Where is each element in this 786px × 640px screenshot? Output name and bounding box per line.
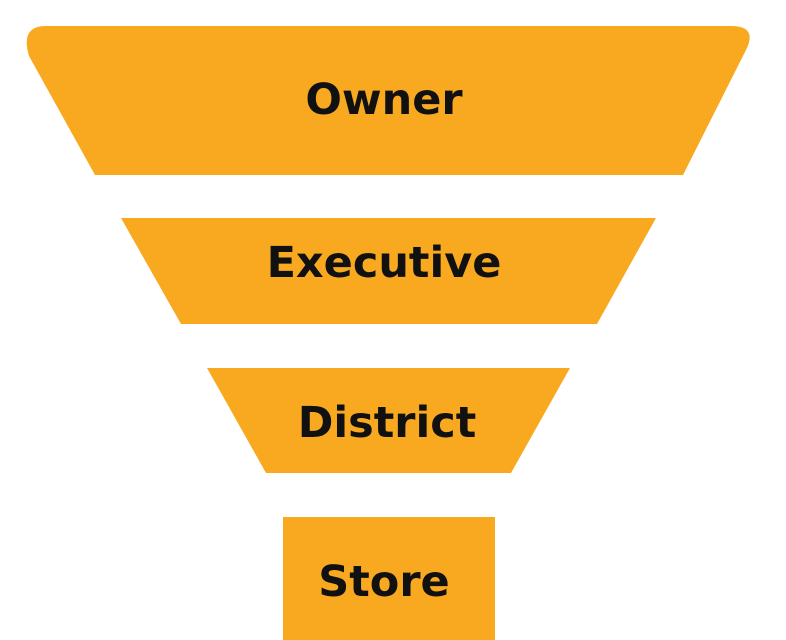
funnel-tier-district-label: District [298,398,477,448]
funnel-tier-executive-label: Executive [267,238,502,288]
funnel-tier-owner: Owner [26,26,750,175]
funnel-tier-executive-shape [121,218,656,324]
funnel-tier-executive: Executive [121,218,656,324]
funnel-tier-store-shape [283,517,495,640]
funnel-tier-district: District [207,368,570,473]
funnel-tier-district-shape [207,368,570,473]
funnel-tier-store: Store [283,517,495,640]
funnel-tier-store-label: Store [318,557,449,607]
funnel-tier-owner-shape [26,26,750,175]
funnel-tier-owner-label: Owner [305,75,463,125]
